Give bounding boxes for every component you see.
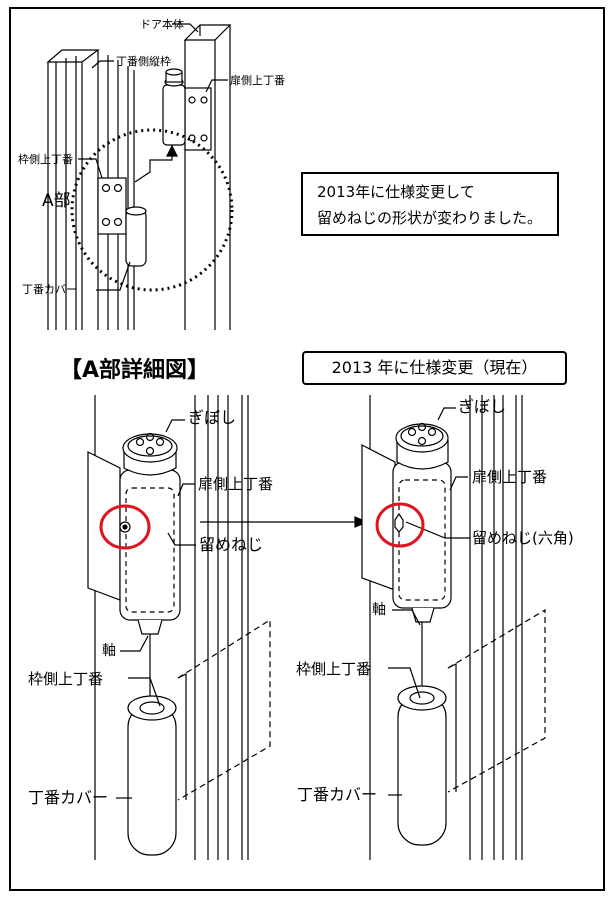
- label-frame-upper-hinge-current: 枠側上丁番: [296, 660, 371, 678]
- label-door-upper-hinge-top: 扉側上丁番: [230, 74, 285, 87]
- label-hinge-side-frame: 丁番側縦枠: [116, 54, 171, 68]
- label-hinge-cover-current: 丁番カバー: [297, 785, 377, 804]
- detail-current-illustration: [361, 395, 546, 860]
- label-door-upper-hinge-current: 扉側上丁番: [472, 468, 547, 486]
- detail-title: 【A部詳細図】: [60, 358, 210, 383]
- label-finial-current: ぎぼし: [458, 397, 506, 416]
- note-line-2: 留めねじの形状が変わりました。: [317, 209, 543, 227]
- note-line-1: 2013年に仕様変更して: [317, 183, 475, 201]
- label-shaft-current: 軸: [372, 602, 386, 618]
- label-finial-old: ぎぼし: [188, 408, 236, 427]
- label-part-a: A部: [42, 191, 71, 211]
- label-door-body: ドア本体: [140, 17, 184, 31]
- label-set-screw-old: 留めねじ: [199, 535, 263, 554]
- overview-illustration: [46, 23, 234, 330]
- label-hinge-cover-old: 丁番カバー: [28, 788, 108, 807]
- page-border: [9, 7, 605, 891]
- highlight-circle-new-screw: [375, 502, 425, 548]
- label-frame-upper-hinge-old: 枠側上丁番: [28, 670, 103, 688]
- highlight-circle-old-screw: [99, 504, 151, 550]
- label-shaft-old: 軸: [102, 643, 116, 659]
- spec-change-title: 2013 年に仕様変更（現在）: [302, 351, 567, 385]
- label-door-upper-hinge-old: 扉側上丁番: [198, 475, 273, 493]
- label-hinge-cover-top: 丁番カバー: [22, 283, 77, 296]
- label-set-screw-hex: 留めねじ(六角): [472, 529, 574, 547]
- label-frame-upper-hinge-top: 枠側上丁番: [18, 152, 73, 166]
- spec-change-note: 2013年に仕様変更して 留めねじの形状が変わりました。: [301, 172, 559, 236]
